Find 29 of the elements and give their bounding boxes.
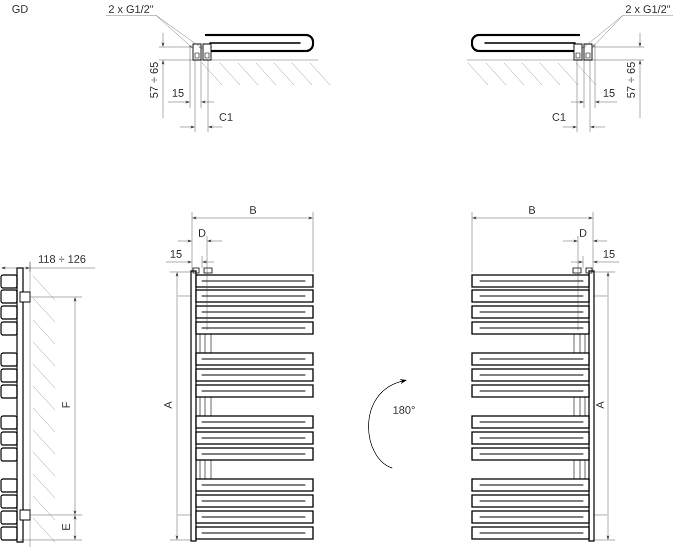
dimension-label: C1 xyxy=(220,113,232,121)
dimension-label: 57 ÷ 65 xyxy=(627,62,635,98)
callout-label: 2 x G1/2" xyxy=(108,4,154,14)
model-code: GD xyxy=(12,5,28,13)
dimension-label: B xyxy=(529,206,536,214)
pipe-connector xyxy=(584,44,592,60)
dimension-label: B xyxy=(250,206,256,214)
dimension-label: D xyxy=(580,229,586,237)
pipe-connector xyxy=(202,44,212,60)
dimension-label: E xyxy=(62,524,70,530)
dimension-label: A xyxy=(164,401,172,409)
dimension-label: 118 ÷ 126 xyxy=(38,255,86,263)
dimension-label: 15 xyxy=(170,250,182,258)
leader-line xyxy=(106,15,192,48)
dimension-label: F xyxy=(62,402,70,408)
leader-line xyxy=(156,15,202,49)
dimension-label: 15 xyxy=(604,250,615,258)
dimension-label: 15 xyxy=(604,89,615,97)
rotation-label: 180° xyxy=(394,406,415,414)
dimension-label: D xyxy=(198,229,206,237)
leader-line xyxy=(592,15,624,48)
pipe-connector xyxy=(192,44,202,60)
dimension-label: A xyxy=(596,401,604,409)
dimension-label: C1 xyxy=(552,113,566,121)
pipe-connector xyxy=(574,44,582,60)
dimension-label: 57 ÷ 65 xyxy=(150,62,158,98)
leader-line xyxy=(582,15,674,48)
callout-label: 2 x G1/2" xyxy=(626,4,670,14)
dimension-label: 15 xyxy=(172,89,184,97)
